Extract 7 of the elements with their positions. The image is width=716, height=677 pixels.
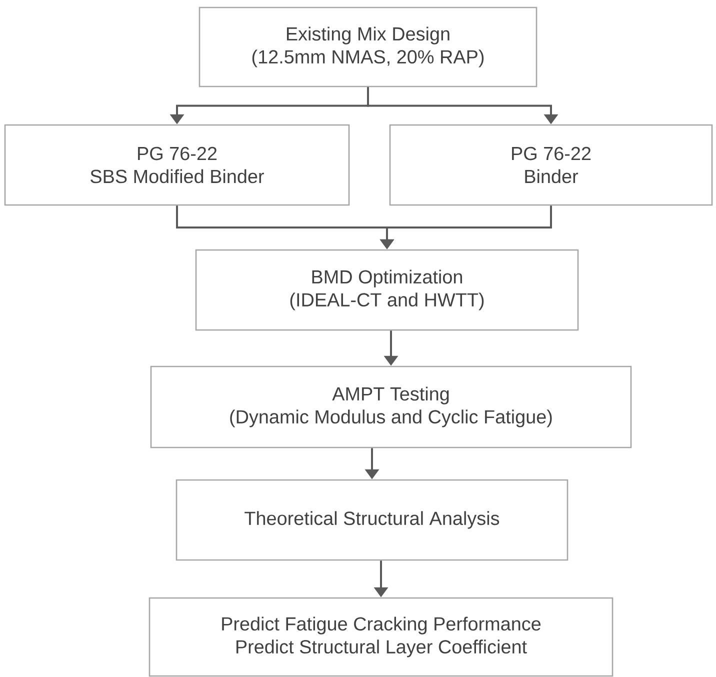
process-box: PG 76-22 Binder <box>389 124 713 206</box>
process-box: AMPT Testing (Dynamic Modulus and Cyclic Fatigue) <box>150 366 632 448</box>
process-box: PG 76-22 SBS Modified Binder <box>4 124 350 206</box>
process-box: BMD Optimization (IDEAL-CT and HWTT) <box>195 249 579 331</box>
process-box: Theoretical Structural Analysis <box>176 479 568 561</box>
process-box: Existing Mix Design (12.5mm NMAS, 20% RAP) <box>198 6 538 88</box>
process-box: Predict Fatigue Cracking Performance Predict Structural Layer Coefficient <box>148 597 614 677</box>
